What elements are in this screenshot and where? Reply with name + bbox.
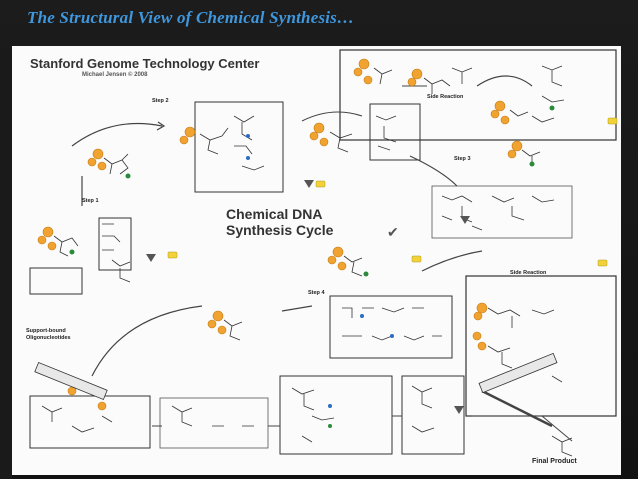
side-reaction-top-label: Side Reaction: [427, 94, 464, 100]
step2-label: Step 2: [152, 98, 169, 104]
cycle-title: Chemical DNA Synthesis Cycle: [226, 206, 333, 238]
support-label-line2: Oligonucleotides: [26, 335, 71, 341]
step1-label: Step 1: [82, 198, 99, 204]
yellow-tag-icon: [167, 117, 618, 267]
figure-header: Stanford Genome Technology Center Michae…: [30, 56, 259, 78]
structure-strokes: [41, 65, 573, 457]
figure-author: Michael Jensen © 2008: [82, 72, 148, 78]
slide-title: The Structural View of Chemical Synthesi…: [27, 8, 355, 27]
support-label-line1: Support-bound: [26, 328, 66, 334]
figure-org: Stanford Genome Technology Center: [30, 56, 260, 71]
step3-label: Step 3: [454, 156, 471, 162]
cycle-title-line2: Synthesis Cycle: [226, 222, 334, 238]
side-reaction-right-label: Side Reaction: [510, 270, 547, 276]
molecule-icon: [37, 58, 523, 411]
diagram-panel: Stanford Genome Technology Center Michae…: [12, 46, 621, 475]
reagent-markers: [69, 105, 555, 428]
reaction-flask-icon: [146, 180, 470, 414]
left-bar: [0, 47, 12, 479]
checkmark-icon: ✔: [387, 224, 399, 240]
final-product-label: Final Product: [532, 458, 577, 465]
step4-label: Step 4: [308, 290, 325, 296]
diagram-drawing: [29, 49, 618, 457]
cycle-title-line1: Chemical DNA: [226, 206, 323, 222]
